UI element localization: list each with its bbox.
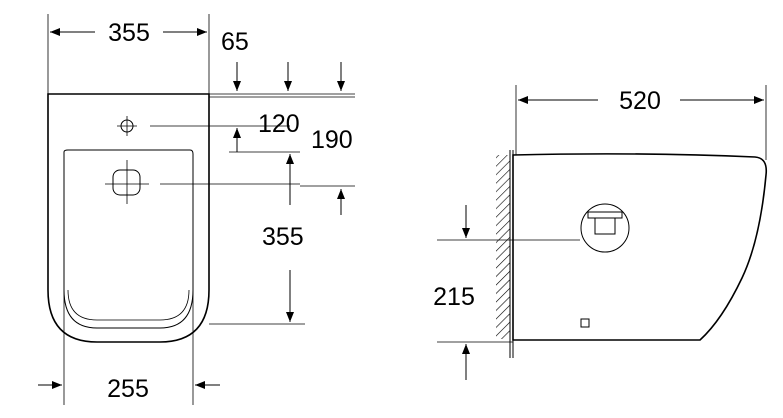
dim-depth: 520: [619, 87, 661, 115]
drain-icon: [105, 160, 149, 204]
dim-offset: 65: [221, 28, 249, 56]
bidet-front-outline: [47, 93, 210, 343]
dim-hole2: 190: [311, 126, 353, 154]
front-view: 355 65 120 190 355 255: [38, 14, 355, 405]
dim-hole1: 120: [258, 110, 300, 138]
dim-outlet-height: 215: [433, 283, 475, 311]
wall-hatch: [496, 155, 510, 339]
bidet-side-outline: [512, 153, 768, 341]
side-view: 520 215: [433, 85, 768, 380]
dim-top-width: 355: [108, 19, 150, 47]
dim-bottom-width: 255: [107, 375, 149, 403]
bidet-rim-curve: [67, 289, 190, 321]
dim-height: 355: [262, 223, 304, 251]
fixing-hole-icon: [580, 203, 630, 253]
tap-hole-icon: [117, 116, 137, 136]
small-square-mark: [580, 318, 590, 328]
